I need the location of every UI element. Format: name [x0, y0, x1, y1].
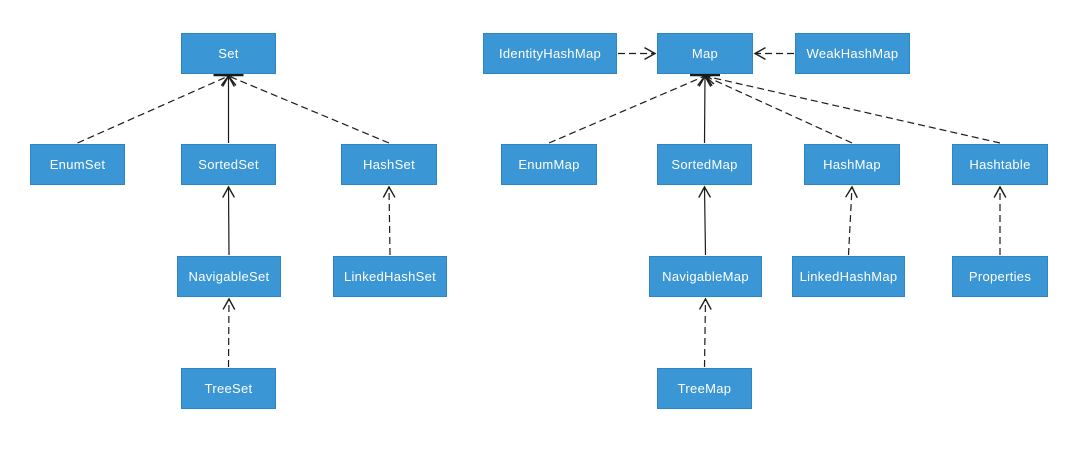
class-node-enumset[interactable]: EnumSet	[30, 144, 125, 185]
class-node-label: Map	[691, 46, 719, 61]
class-node-identityhashmap[interactable]: IdentityHashMap	[483, 33, 617, 74]
class-node-navigableset[interactable]: NavigableSet	[177, 256, 281, 297]
edge-treeset-to-navigableset	[222, 297, 236, 368]
class-node-label: LinkedHashMap	[799, 269, 898, 284]
class-node-map[interactable]: Map	[657, 33, 753, 74]
class-node-navigablemap[interactable]: NavigableMap	[649, 256, 762, 297]
class-node-label: Properties	[968, 269, 1032, 284]
class-node-sortedmap[interactable]: SortedMap	[657, 144, 752, 185]
edge-hashtable-to-map	[703, 71, 1001, 144]
class-node-label: WeakHashMap	[806, 46, 899, 61]
class-node-linkedhashset[interactable]: LinkedHashSet	[333, 256, 447, 297]
edge-navigableset-to-sortedset	[222, 185, 236, 256]
class-node-enummap[interactable]: EnumMap	[501, 144, 597, 185]
class-node-label: NavigableSet	[188, 269, 270, 284]
edge-enumset-to-set	[77, 74, 230, 144]
class-node-treeset[interactable]: TreeSet	[181, 368, 276, 409]
class-node-label: HashMap	[823, 157, 881, 172]
edge-navigablemap-to-sortedmap	[698, 185, 712, 256]
class-node-set[interactable]: Set	[181, 33, 276, 74]
class-node-label: TreeMap	[677, 381, 732, 396]
edge-hashmap-to-map	[703, 74, 853, 144]
class-node-weakhashmap[interactable]: WeakHashMap	[795, 33, 910, 74]
class-node-label: Set	[218, 46, 239, 61]
class-node-sortedset[interactable]: SortedSet	[181, 144, 276, 185]
class-node-label: NavigableMap	[662, 269, 749, 284]
class-node-label: LinkedHashSet	[343, 269, 437, 284]
edge-hashset-to-set	[227, 73, 390, 144]
edge-treemap-to-navigablemap	[698, 297, 712, 368]
class-node-label: SortedMap	[671, 157, 738, 172]
edge-linkedhashset-to-hashset	[382, 185, 396, 256]
class-node-label: EnumSet	[49, 157, 106, 172]
class-node-label: EnumMap	[518, 157, 580, 172]
class-node-treemap[interactable]: TreeMap	[657, 368, 752, 409]
class-node-label: TreeSet	[204, 381, 253, 396]
edge-linkedhashmap-to-hashmap	[845, 185, 858, 256]
class-node-label: Hashtable	[969, 157, 1031, 172]
class-node-label: HashSet	[363, 157, 415, 172]
class-node-hashset[interactable]: HashSet	[341, 144, 437, 185]
class-node-label: SortedSet	[198, 157, 259, 172]
class-node-linkedhashmap[interactable]: LinkedHashMap	[792, 256, 905, 297]
class-node-hashtable[interactable]: Hashtable	[952, 144, 1048, 185]
edge-enummap-to-map	[548, 74, 707, 144]
class-node-hashmap[interactable]: HashMap	[804, 144, 900, 185]
class-node-properties[interactable]: Properties	[952, 256, 1048, 297]
edge-sortedmap-to-map	[698, 74, 712, 144]
class-node-label: IdentityHashMap	[498, 46, 602, 61]
